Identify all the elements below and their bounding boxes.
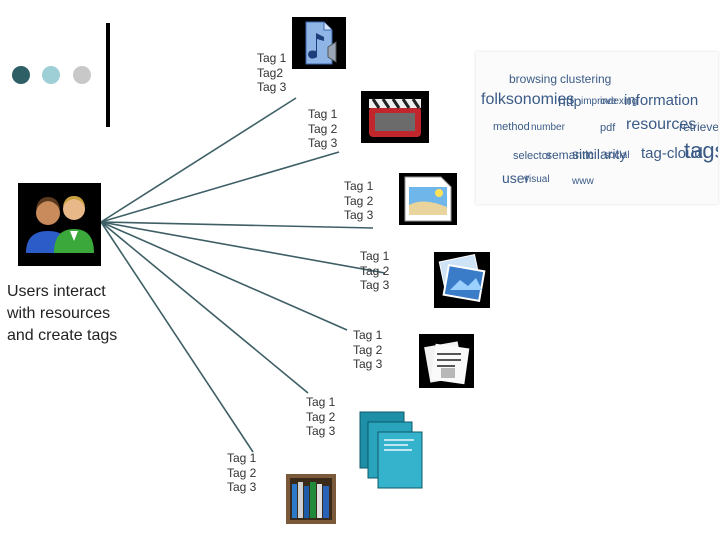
cloud-word: similarity [572,146,627,162]
cloud-word: resources [626,116,697,133]
edge-to-resource-6 [100,221,309,394]
audio-file-icon [292,17,346,69]
cloud-word: semantic [546,148,595,162]
tag-label: Tag 3 [257,80,287,94]
cloud-word: method [493,121,530,133]
tag-label: Tag 2 [227,465,257,480]
cloud-word: www [572,176,594,187]
tag-label: Tag 2 [308,121,338,136]
tag-label: Tag 1 [227,451,257,465]
tag-label: Tag 2 [353,342,383,357]
bullet-dot-3 [73,66,91,84]
tag-group-1: Tag 1 Tag2 Tag 3 [257,51,286,95]
edge-to-resource-4 [100,221,386,274]
tag-label: Tag 3 [306,424,336,438]
tag-label: Tag 2 [306,409,336,424]
cloud-word: tag-cloud [641,145,703,162]
cloud-word: user [502,170,530,186]
tag-label: Tag 1 [257,51,287,65]
tag-group-6: Tag 1 Tag 2 Tag 3 [306,395,335,439]
edge-to-resource-2 [100,151,340,223]
tag-label: Tag 3 [353,357,383,371]
cloud-word: selector [513,150,552,162]
video-clapper-icon [361,91,429,143]
tag-group-3: Tag 1 Tag 2 Tag 3 [344,179,373,223]
tag-label: Tag 2 [344,193,374,208]
users-icon [18,183,101,266]
cloud-word: number [531,122,565,133]
tag-label: Tag 1 [360,249,390,263]
cloud-word: clustering [560,72,612,86]
users-description: Users interact with resources and create… [7,283,118,344]
cloud-word: pdf [600,122,616,134]
cloud-word: folksonomies [481,91,575,108]
tag-label: Tag 3 [360,278,390,292]
cloud-word: retrieved [679,120,718,134]
cloud-word: visual [524,174,550,185]
bullet-dot-2 [42,66,60,84]
cloud-word: tags [684,138,718,163]
tag-group-2: Tag 1 Tag 2 Tag 3 [308,107,337,151]
cloud-word: information [624,92,699,109]
cloud-word: improve [581,96,617,107]
title-divider [106,23,110,127]
tag-label: Tag 3 [308,136,338,150]
cloud-word: http [558,93,582,109]
tag-group-5: Tag 1 Tag 2 Tag 3 [353,328,382,372]
cloud-word: browsing [509,72,558,86]
edge-to-resource-5 [100,221,348,331]
tag-label: Tag 3 [344,208,374,222]
tag-label: Tag 1 [306,395,336,409]
books-stack-icon [358,410,426,490]
tag-group-4: Tag 1 Tag 2 Tag 3 [360,249,389,293]
tag-label: Tag 2 [360,263,390,278]
image-file-icon [399,173,457,225]
edge-to-resource-3 [100,221,374,229]
tag-label: Tag 1 [344,179,374,193]
tag-label: Tag 3 [227,480,257,494]
cloud-word: social [604,150,630,161]
bookshelf-icon [286,474,336,524]
tag-label: Tag 1 [353,328,383,342]
edge-to-resource-7 [100,221,254,453]
edge-to-resource-1 [100,97,297,223]
news-documents-icon [419,334,474,388]
cloud-word: indexing [600,96,638,107]
tag-label: Tag2 [257,65,284,80]
tag-cloud-image: browsing clustering folksonomies http im… [476,52,718,204]
image-collection-icon [434,252,490,308]
bullet-dot-1 [12,66,30,84]
tag-group-7: Tag 1 Tag 2 Tag 3 [227,451,256,495]
tag-label: Tag 1 [308,107,338,121]
